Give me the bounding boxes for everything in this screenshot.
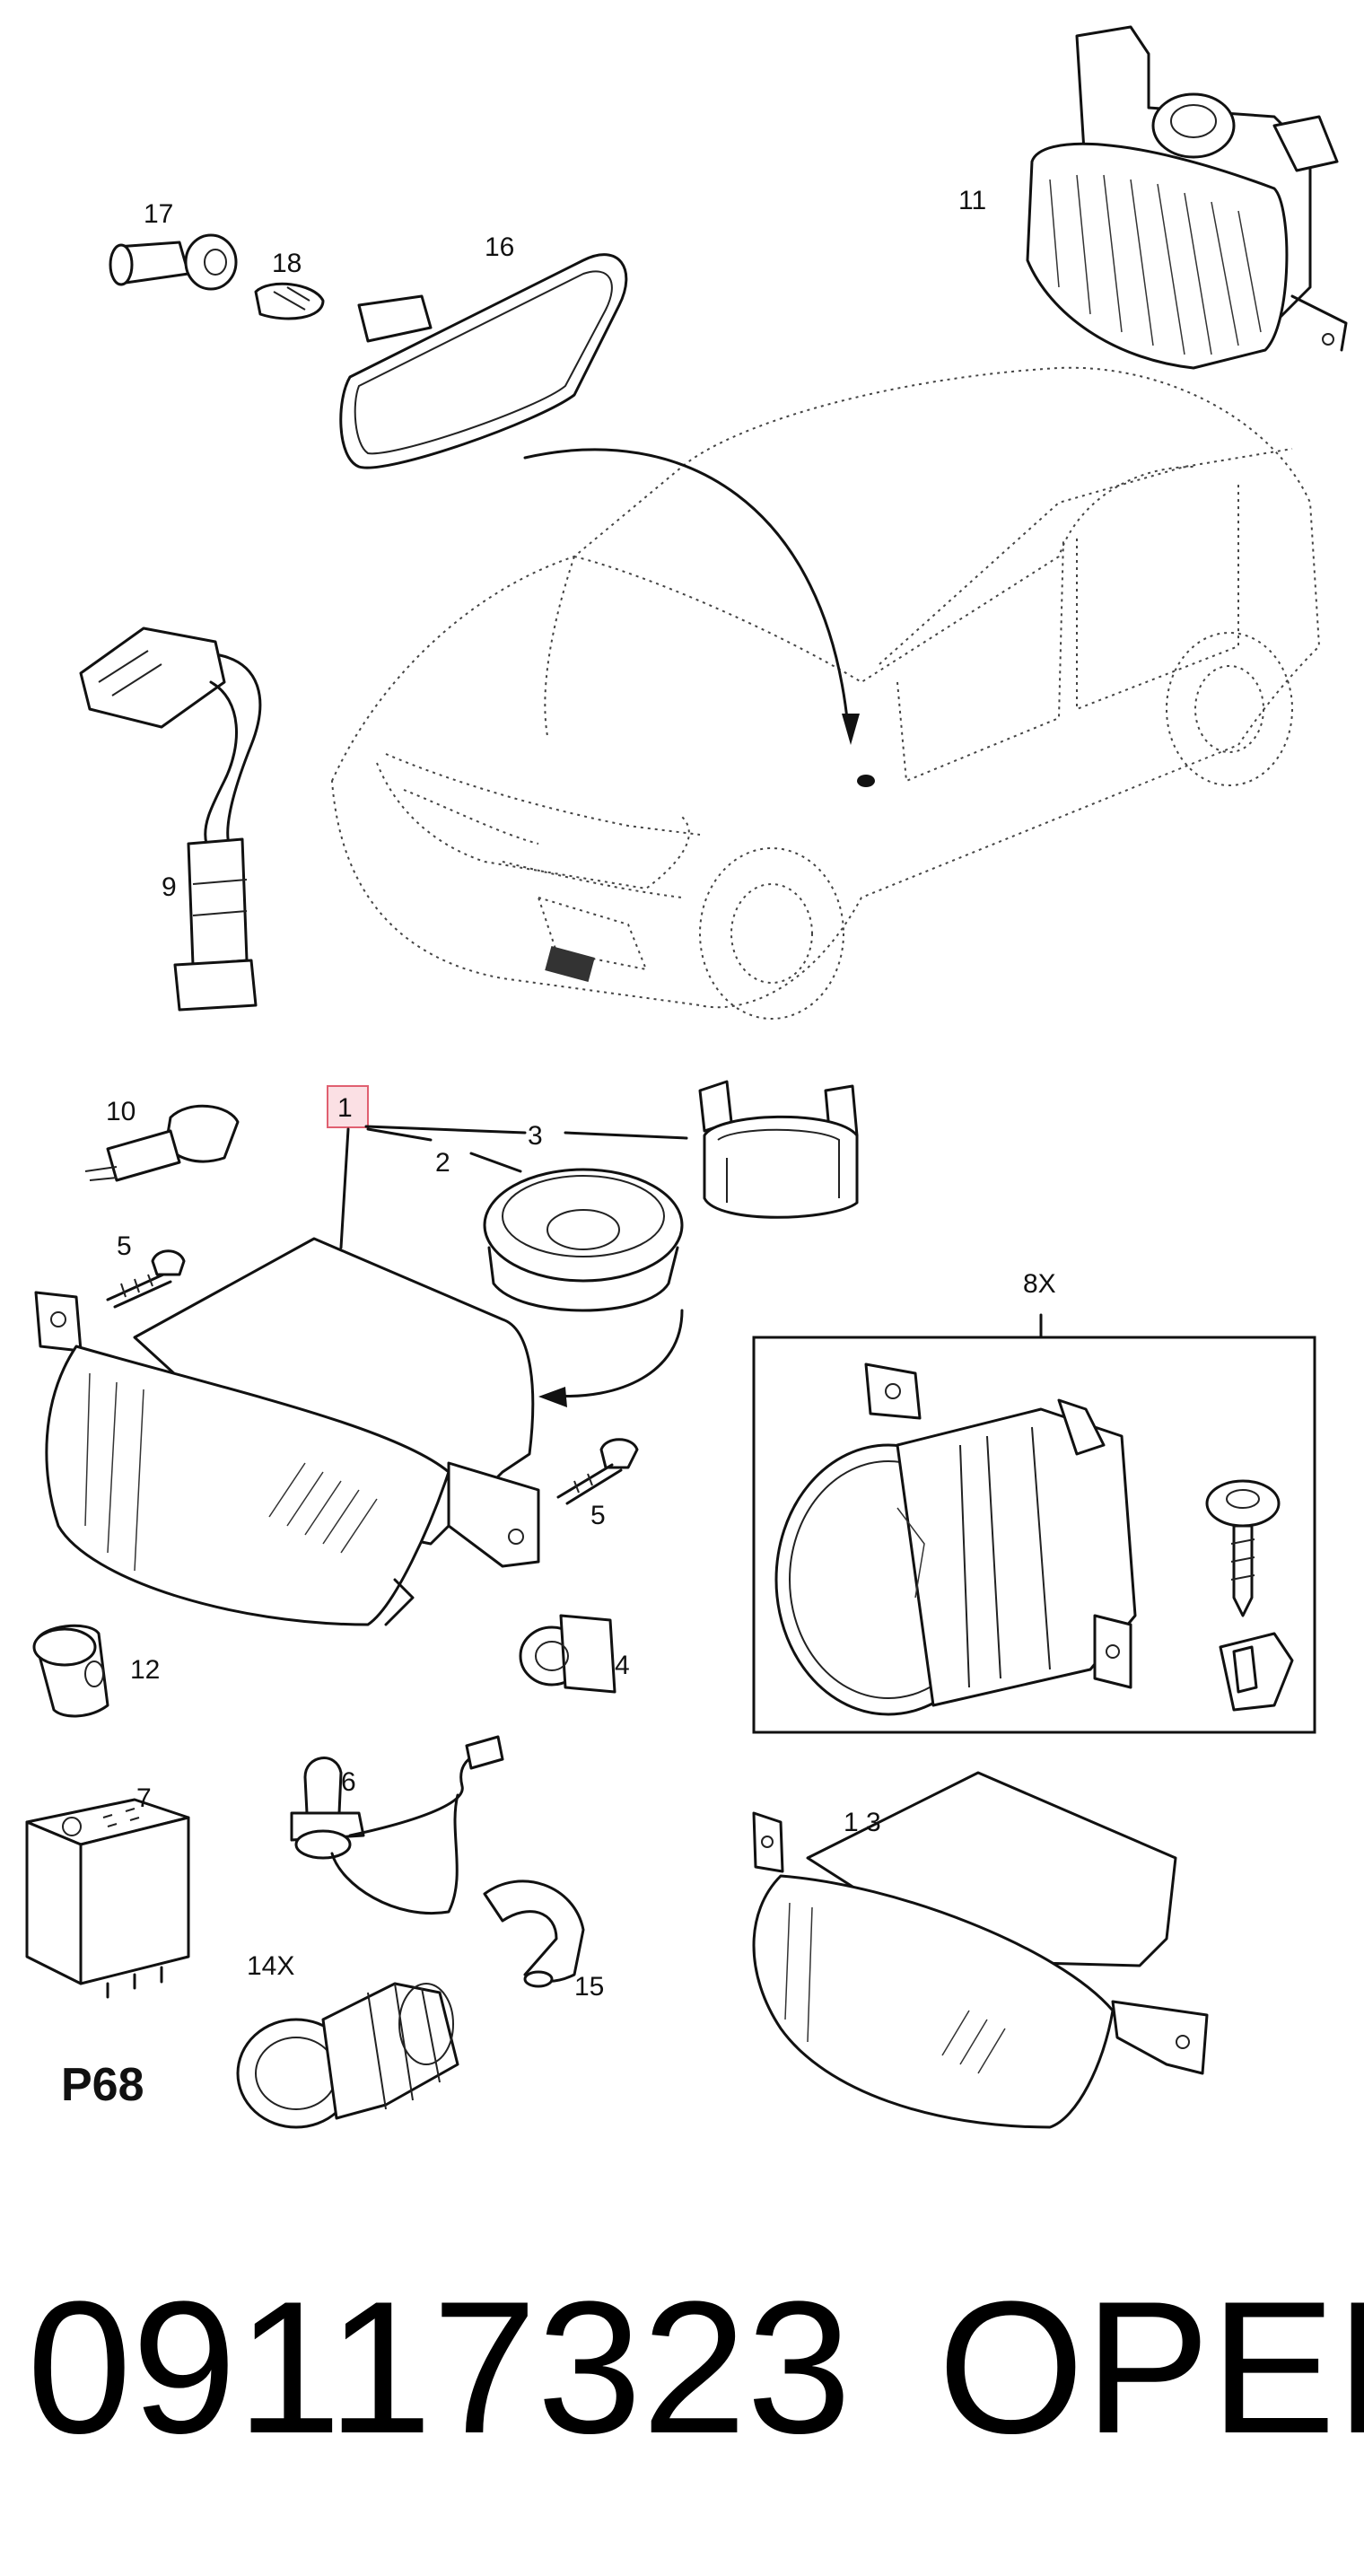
part-3-retainer (698, 1080, 859, 1219)
part-9-wiring-harness (79, 626, 262, 1012)
part-18-bulb (254, 282, 325, 320)
part-16-side-marker (339, 253, 628, 469)
part-12-socket (32, 1624, 109, 1718)
label-1: 1 (337, 1093, 353, 1123)
part-5-screw-a (106, 1249, 186, 1309)
part-4-holder (519, 1614, 616, 1694)
label-7: 7 (136, 1783, 152, 1813)
label-5-bottom: 5 (590, 1501, 606, 1530)
label-17: 17 (144, 199, 173, 229)
label-10: 10 (106, 1097, 136, 1126)
label-14x: 14X (247, 1951, 294, 1981)
part-11-fog-lamp (1026, 25, 1348, 370)
part-8x-fog-lamp-round (774, 1362, 1137, 1716)
part-8x-screw (1205, 1479, 1281, 1617)
page-code: P68 (61, 2059, 144, 2111)
label-13: 1 3 (844, 1808, 881, 1837)
part-1-fog-lamp (34, 1237, 540, 1626)
label-2: 2 (435, 1148, 450, 1178)
label-12: 12 (130, 1655, 160, 1685)
label-15: 15 (574, 1972, 604, 2002)
part-2-cap (483, 1168, 684, 1312)
label-18: 18 (272, 249, 302, 278)
label-16: 16 (485, 232, 514, 262)
part-6-bulb-harness (290, 1735, 504, 1914)
part-14x-projector (236, 1982, 459, 2129)
label-5-top: 5 (117, 1231, 132, 1261)
part-10-bulb (84, 1104, 240, 1182)
label-8x: 8X (1023, 1269, 1056, 1299)
label-9: 9 (162, 872, 177, 902)
label-6: 6 (341, 1767, 356, 1797)
label-3: 3 (528, 1121, 543, 1151)
part-number: 09117323 (27, 2262, 852, 2473)
brand-name: OPEL (938, 2262, 1364, 2473)
part-13-fog-lamp (752, 1771, 1209, 2129)
label-11: 11 (958, 186, 986, 215)
label-4: 4 (615, 1651, 630, 1680)
highlight-box (327, 1085, 369, 1128)
part-15-clip (483, 1879, 585, 1988)
part-17-bulb-holder (109, 233, 238, 291)
car-illustration (330, 366, 1321, 1020)
part-8x-box (752, 1336, 1316, 1734)
part-8x-clip (1219, 1632, 1294, 1712)
part-7-relay (25, 1798, 190, 1999)
part-5-screw-b (556, 1438, 639, 1505)
